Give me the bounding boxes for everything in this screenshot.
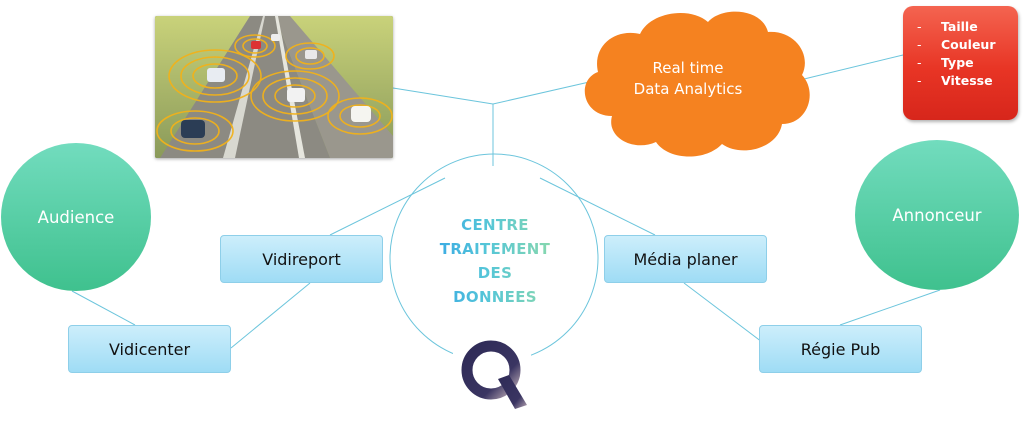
vidicenter-node: Vidicenter bbox=[68, 325, 231, 373]
vidireport-node: Vidireport bbox=[220, 235, 383, 283]
q-logo bbox=[453, 331, 531, 413]
centre-line-3: DES bbox=[415, 261, 575, 285]
cloud-label-line-1: Real time bbox=[652, 59, 724, 77]
cloud-label: Real time Data Analytics bbox=[608, 58, 768, 100]
centre-line-4: DONNEES bbox=[415, 285, 575, 309]
attribute-label: Taille bbox=[941, 19, 978, 34]
vidicenter-label: Vidicenter bbox=[108, 339, 191, 359]
annonceur-label: Annonceur bbox=[892, 205, 982, 225]
centre-line-1: CENTRE bbox=[415, 213, 575, 237]
traffic-sensor-image bbox=[155, 16, 393, 158]
audience-label: Audience bbox=[37, 207, 115, 227]
attribute-item: -Taille bbox=[917, 19, 978, 34]
audience-node: Audience bbox=[1, 143, 151, 291]
attribute-label: Vitesse bbox=[941, 73, 993, 88]
vidireport-label: Vidireport bbox=[262, 249, 341, 269]
cloud-label-line-2: Data Analytics bbox=[633, 80, 743, 98]
centre-label: CENTRE TRAITEMENT DES DONNEES bbox=[415, 213, 575, 309]
cloud-shape bbox=[584, 11, 810, 157]
attribute-label: Type bbox=[941, 55, 974, 70]
regie-pub-label: Régie Pub bbox=[800, 339, 881, 359]
centre-line-2: TRAITEMENT bbox=[415, 237, 575, 261]
attribute-item: -Type bbox=[917, 55, 974, 70]
attribute-item: -Vitesse bbox=[917, 73, 993, 88]
attribute-label: Couleur bbox=[941, 37, 996, 52]
regie-pub-node: Régie Pub bbox=[759, 325, 922, 373]
attribute-item: -Couleur bbox=[917, 37, 996, 52]
annonceur-node: Annonceur bbox=[855, 140, 1019, 290]
media-planer-node: Média planer bbox=[604, 235, 767, 283]
media-planer-label: Média planer bbox=[633, 249, 738, 269]
attributes-box: -Taille -Couleur -Type -Vitesse bbox=[903, 6, 1018, 120]
